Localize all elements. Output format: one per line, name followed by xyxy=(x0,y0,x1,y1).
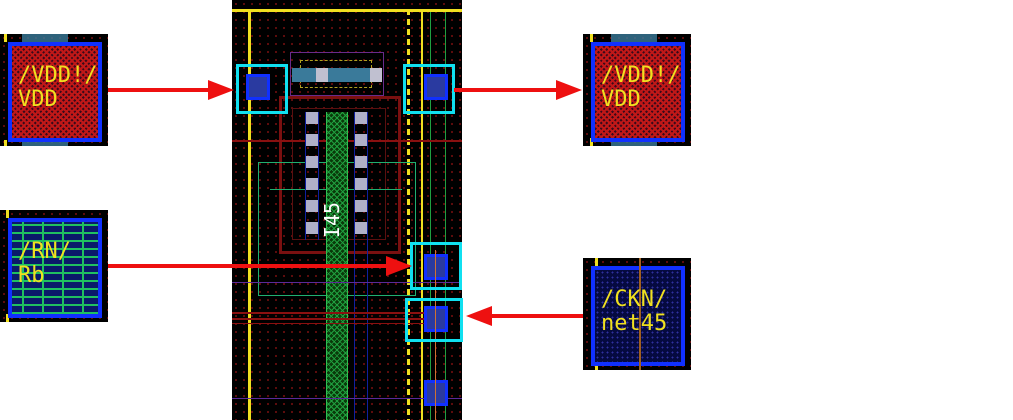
metal-line xyxy=(232,282,462,283)
pad-rn: /RN/ Rb xyxy=(8,218,102,318)
rail-mark xyxy=(6,210,9,218)
via-pad[interactable] xyxy=(424,254,448,280)
arrow-head-icon xyxy=(556,80,582,100)
metal-line xyxy=(232,312,432,314)
arrow-vdd-right xyxy=(454,88,564,92)
inset-vdd-right: /VDD!/ VDD xyxy=(583,34,691,146)
metal-line xyxy=(232,398,462,399)
inset-rn-left: /RN/ Rb xyxy=(0,210,108,322)
metal-line xyxy=(639,258,641,370)
pad-vdd: /VDD!/ VDD xyxy=(591,42,685,142)
arrow-head-icon xyxy=(208,80,234,100)
instance-label: I45 xyxy=(320,201,345,239)
dashed-rail xyxy=(407,9,410,420)
rail-mark xyxy=(4,140,7,146)
highlight-box-vdd-right xyxy=(403,64,455,114)
pad-label: /VDD!/ VDD xyxy=(18,63,98,112)
arrow-vdd-left xyxy=(108,88,216,92)
rail-mark xyxy=(4,34,7,42)
metal-line xyxy=(232,323,432,324)
pad-ckn: /CKN/ net45 xyxy=(591,258,685,370)
metal-line xyxy=(232,318,432,320)
left-rail xyxy=(248,9,251,420)
rail-mark xyxy=(590,138,593,146)
inset-ckn-right: /CKN/ net45 xyxy=(583,258,691,370)
layout-canvas[interactable]: I45 xyxy=(232,0,463,420)
pad-label: /VDD!/ VDD xyxy=(601,63,681,112)
cell-outline xyxy=(290,52,384,96)
right-rail xyxy=(421,9,423,420)
arrow-rn xyxy=(108,264,398,268)
pad-label: /RN/ Rb xyxy=(18,239,71,288)
arrow-ckn xyxy=(490,314,583,318)
diffusion xyxy=(292,68,382,82)
contact-column xyxy=(305,112,319,240)
contact xyxy=(370,68,382,82)
via-pad[interactable] xyxy=(424,74,448,100)
via-pad[interactable] xyxy=(424,380,448,406)
arrow-head-icon xyxy=(466,306,492,326)
arrow-head-icon xyxy=(386,256,412,276)
contact xyxy=(316,68,328,82)
metal-line xyxy=(435,250,436,420)
via-pad[interactable] xyxy=(246,74,270,100)
pad-vdd: /VDD!/ VDD xyxy=(8,42,102,142)
highlight-box-rn xyxy=(410,242,462,290)
rail-mark xyxy=(590,34,593,42)
highlight-box-vdd-left xyxy=(236,64,288,114)
inset-vdd-left: /VDD!/ VDD xyxy=(0,34,108,146)
highlight-box-ckn xyxy=(405,298,463,342)
rail-mark xyxy=(595,258,598,266)
green-track xyxy=(430,12,446,420)
via-pad[interactable] xyxy=(424,306,448,332)
rail-mark xyxy=(595,362,598,370)
top-rail xyxy=(232,9,462,12)
pad-label: /CKN/ net45 xyxy=(601,287,668,336)
rail-mark xyxy=(6,314,9,322)
